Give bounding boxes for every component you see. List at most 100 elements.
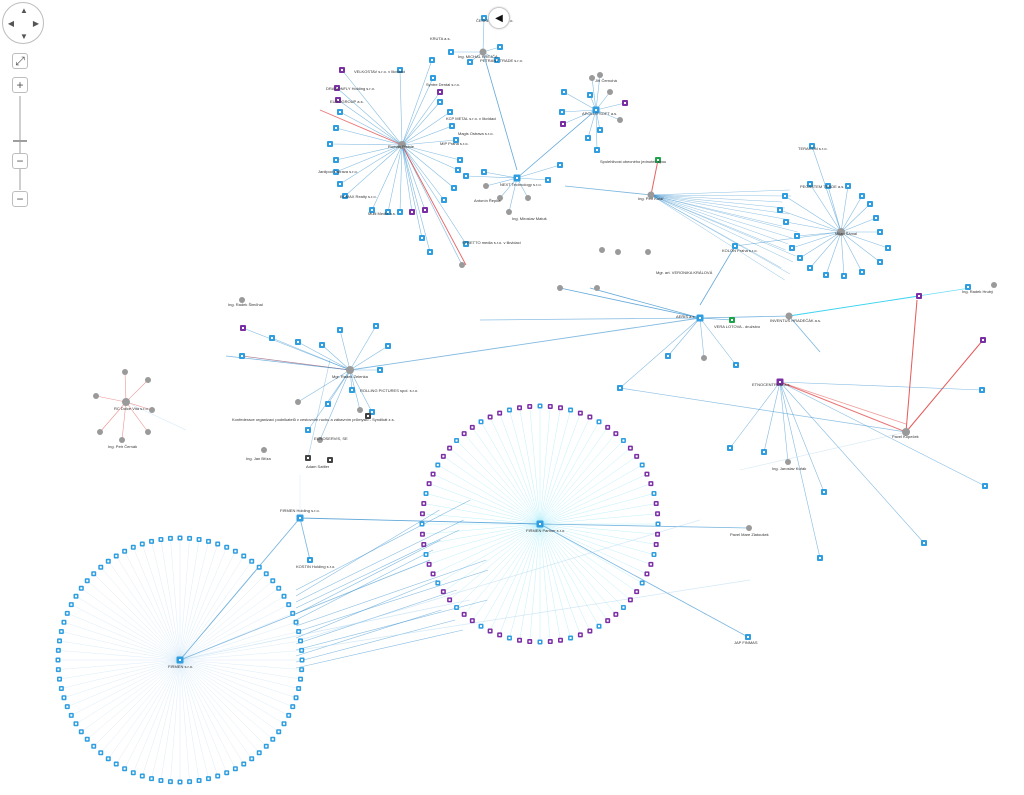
- edge: [160, 539, 181, 661]
- company-node-glyph: [563, 91, 565, 93]
- person-node[interactable]: [459, 262, 465, 268]
- company-node-glyph: [448, 598, 451, 601]
- edge: [509, 523, 541, 639]
- pan-left-icon[interactable]: ◀: [7, 18, 15, 28]
- person-node[interactable]: [93, 393, 99, 399]
- person-node[interactable]: [607, 89, 613, 95]
- company-node-glyph: [442, 455, 445, 458]
- person-node[interactable]: [589, 75, 595, 81]
- company-node-glyph: [599, 129, 601, 131]
- person-node[interactable]: [261, 447, 267, 453]
- person-node[interactable]: [615, 249, 621, 255]
- person-node[interactable]: [594, 285, 600, 291]
- company-node-glyph: [432, 473, 435, 476]
- person-node[interactable]: [497, 195, 503, 201]
- edge: [307, 359, 331, 459]
- person-node[interactable]: [479, 48, 487, 56]
- company-node-glyph: [443, 199, 445, 201]
- edge: [387, 144, 403, 213]
- person-node[interactable]: [317, 437, 323, 443]
- company-node-glyph: [635, 455, 638, 458]
- edge: [295, 629, 464, 669]
- person-node[interactable]: [525, 195, 531, 201]
- company-node-glyph: [918, 295, 920, 297]
- edge: [179, 599, 471, 661]
- panel-toggle-button[interactable]: ◀: [488, 7, 510, 29]
- company-node-glyph: [399, 211, 401, 213]
- edge: [779, 381, 925, 544]
- edge: [100, 659, 181, 753]
- person-node[interactable]: [506, 209, 512, 215]
- person-node[interactable]: [145, 377, 151, 383]
- person-node[interactable]: [122, 369, 128, 375]
- person-node[interactable]: [145, 429, 151, 435]
- company-node-glyph: [656, 533, 659, 536]
- edge: [840, 217, 877, 233]
- edge: [539, 523, 750, 529]
- person-node[interactable]: [597, 72, 603, 78]
- node-label: KRUTA a.s.: [430, 36, 451, 41]
- person-node[interactable]: [991, 282, 997, 288]
- company-node-glyph: [432, 572, 435, 575]
- zoom-slider-track[interactable]: [19, 96, 21, 190]
- company-node-glyph: [763, 451, 765, 453]
- edge: [423, 523, 541, 545]
- zoom-out-button[interactable]: −: [12, 191, 28, 207]
- person-node[interactable]: [295, 399, 301, 405]
- person-node[interactable]: [346, 366, 354, 374]
- company-node-glyph: [188, 537, 191, 540]
- pan-down-icon[interactable]: ▼: [20, 31, 28, 41]
- company-node-glyph: [439, 101, 441, 103]
- company-node-glyph: [299, 517, 301, 519]
- person-node[interactable]: [357, 407, 363, 413]
- edge: [650, 194, 798, 233]
- person-node[interactable]: [557, 285, 563, 291]
- pan-up-icon[interactable]: ▲: [20, 5, 28, 15]
- fit-to-screen-button[interactable]: ⤢: [12, 53, 28, 69]
- edge: [539, 523, 631, 601]
- person-node[interactable]: [119, 437, 125, 443]
- person-node[interactable]: [785, 312, 793, 320]
- edge: [401, 144, 413, 213]
- person-node[interactable]: [483, 183, 489, 189]
- company-node-glyph: [250, 757, 253, 760]
- company-node-glyph: [731, 319, 733, 321]
- edge: [401, 144, 459, 171]
- person-node[interactable]: [97, 429, 103, 435]
- company-node-glyph: [641, 582, 644, 584]
- edge: [329, 143, 403, 146]
- person-node[interactable]: [122, 398, 130, 406]
- edge: [840, 231, 881, 263]
- edge: [619, 317, 701, 389]
- pan-control[interactable]: ▲ ▼ ◀ ▶: [2, 2, 44, 44]
- company-node-glyph: [455, 439, 458, 442]
- edge: [124, 659, 181, 769]
- person-node[interactable]: [599, 247, 605, 253]
- node-label: Pavel Kopeček: [892, 434, 919, 439]
- person-node[interactable]: [902, 428, 910, 436]
- zoom-in-button[interactable]: +: [12, 77, 28, 93]
- edge: [539, 503, 657, 525]
- person-node[interactable]: [746, 525, 752, 531]
- person-node[interactable]: [645, 249, 651, 255]
- person-node[interactable]: [239, 297, 245, 303]
- edge: [456, 440, 541, 525]
- person-node[interactable]: [149, 407, 155, 413]
- zoom-level-handle[interactable]: −: [12, 153, 28, 169]
- pan-right-icon[interactable]: ▶: [32, 18, 40, 28]
- person-node[interactable]: [785, 459, 791, 465]
- person-node[interactable]: [647, 191, 655, 199]
- zoom-slider-handle[interactable]: [13, 140, 27, 142]
- edge: [93, 573, 181, 661]
- person-node[interactable]: [617, 117, 623, 123]
- edge: [539, 440, 624, 525]
- company-node-glyph: [436, 582, 439, 584]
- edge: [539, 456, 637, 525]
- edge: [559, 287, 701, 319]
- person-node[interactable]: [398, 141, 406, 149]
- company-node-glyph: [606, 619, 609, 622]
- person-node[interactable]: [837, 228, 845, 236]
- company-node-glyph: [518, 406, 521, 409]
- person-node[interactable]: [701, 355, 707, 361]
